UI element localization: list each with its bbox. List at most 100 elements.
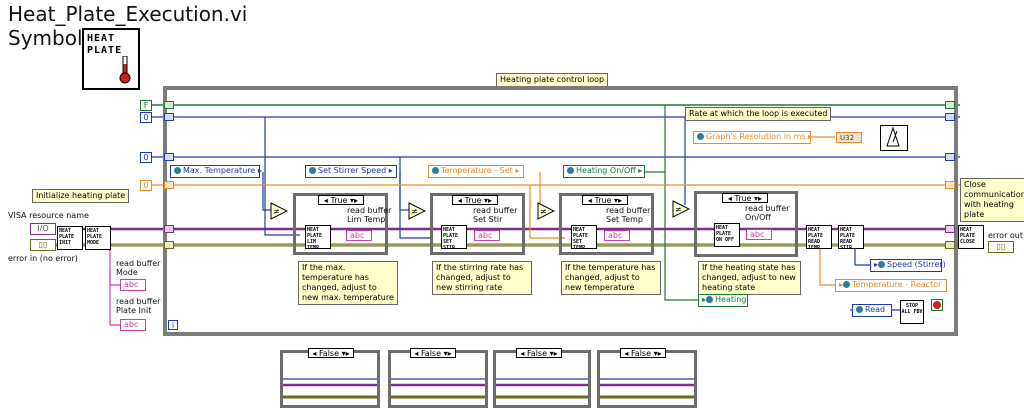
shift-register-visa-left	[164, 225, 174, 233]
case-structure-onoff[interactable]	[694, 191, 798, 257]
globe-icon	[878, 261, 886, 268]
subvi-read-stir[interactable]: HEAT PLATE READ STIR	[838, 225, 864, 249]
label-visa-resource: VISA resource name	[8, 211, 89, 220]
not-equal-node-2: ≠	[408, 202, 426, 220]
svg-text:≠: ≠	[675, 205, 682, 214]
indicator-read-lim: abc	[346, 230, 372, 241]
case-selector-set-temp[interactable]: ◂ True ▾▸	[582, 195, 628, 205]
not-equal-node-3: ≠	[537, 202, 555, 220]
comment-rate: Rate at which the loop is executed	[685, 107, 832, 121]
indicator-heating: ▸Heating	[698, 294, 748, 307]
shift-register-orange-left	[164, 181, 174, 189]
indicator-read-mode: abc	[120, 279, 146, 291]
subvi-init[interactable]: HEAT PLATE INIT	[57, 226, 83, 250]
indicator-temperature-reactor: ▸Temperature - Reactor	[835, 279, 947, 292]
subvi-set-stir[interactable]: HEAT PLATE SET STIR	[441, 225, 467, 249]
label-read-onoff: read buffer On/Off	[745, 204, 790, 222]
control-set-stirrer-speed[interactable]: Set Stirrer Speed ▸	[305, 165, 397, 178]
label-read-mode: read buffer Mode	[116, 259, 161, 277]
globe-icon	[309, 167, 316, 174]
case-selector-onoff[interactable]: ◂ True ▾▸	[722, 193, 768, 203]
case-structure-lim-temp[interactable]	[293, 193, 388, 255]
icon-text-line2: PLATE	[87, 45, 123, 56]
svg-text:≠: ≠	[273, 207, 280, 216]
subvi-mode[interactable]: HEAT PLATE MODE	[85, 226, 111, 250]
indicator-read-onoff: abc	[746, 229, 772, 240]
convert-u32-node: U32	[836, 132, 862, 143]
label-read-init: read buffer Plate Init	[116, 297, 161, 315]
case-selector-set-stir[interactable]: ◂ True ▾▸	[452, 195, 498, 205]
shift-register-error-left	[164, 241, 174, 249]
comment-initialize: Initialize heating plate	[32, 189, 130, 203]
constant-zero-2[interactable]: 0	[140, 152, 152, 163]
globe-icon	[174, 167, 181, 174]
control-max-temperature[interactable]: Max. Temperature ▸	[170, 165, 262, 178]
label-read-stir: read buffer Set Stir	[473, 206, 518, 224]
visa-resource-control[interactable]: I/O	[30, 223, 56, 235]
case-selector-false-3[interactable]: ◂ False ▾▸	[516, 348, 562, 358]
case-selector-false-4[interactable]: ◂ False ▾▸	[620, 348, 666, 358]
globe-icon	[856, 306, 863, 313]
shift-register-blue-right-2	[945, 153, 955, 161]
label-error-in: error in (no error)	[8, 254, 78, 263]
comment-close: Close communication with heating plate	[960, 178, 1024, 222]
constant-false[interactable]: F	[140, 100, 152, 111]
globe-icon	[567, 167, 574, 174]
svg-text:≠: ≠	[540, 207, 547, 216]
icon-text-line1: HEAT	[87, 33, 116, 44]
label-error-out: error out	[988, 231, 1024, 240]
indicator-speed-stirrer: ▸Speed (Stirrer)	[870, 259, 946, 272]
shift-register-blue-left-1	[164, 113, 174, 121]
case-selector-false-1[interactable]: ◂ False ▾▸	[308, 348, 354, 358]
comment-temp: If the temperature has changed, adjust t…	[561, 261, 661, 295]
subvi-close[interactable]: HEAT PLATE CLOSE	[958, 225, 984, 249]
stop-all-fbv-node[interactable]: STOP ALL FBV	[900, 300, 924, 324]
vi-title: Heat_Plate_Execution.vi	[8, 2, 248, 26]
loop-iteration-terminal: i	[168, 320, 178, 330]
globe-icon	[843, 281, 851, 288]
indicator-read-temp: abc	[604, 230, 630, 241]
wait-metronome-icon[interactable]	[880, 125, 908, 151]
shift-register-green-right	[945, 101, 955, 109]
while-loop	[163, 86, 958, 336]
vi-icon: HEAT PLATE	[82, 28, 140, 90]
control-read[interactable]: Read	[852, 304, 892, 317]
subvi-lim-temp[interactable]: HEAT PLATE LIM TEMP	[305, 225, 331, 249]
shift-register-error-right	[945, 241, 955, 249]
globe-icon	[697, 133, 704, 140]
svg-text:≠: ≠	[411, 207, 418, 216]
label-read-lim: read buffer Lim Temp	[347, 206, 392, 224]
control-heating-onoff[interactable]: Heating On/Off ▸	[563, 165, 645, 178]
thermometer-icon	[119, 56, 131, 84]
shift-register-blue-right-1	[945, 113, 955, 121]
error-in-control[interactable]: ▯▯	[30, 239, 56, 251]
indicator-read-init: abc	[120, 319, 146, 331]
case-selector-lim-temp[interactable]: ◂ True ▾▸	[318, 195, 364, 205]
constant-zero-1[interactable]: 0	[140, 112, 152, 123]
shift-register-blue-left-2	[164, 153, 174, 161]
subvi-read-temp[interactable]: HEAT PLATE READ TEMP	[806, 225, 832, 249]
subvi-onoff[interactable]: HEAT PLATE ON OFF	[714, 223, 740, 247]
constant-zero-3[interactable]: 0	[140, 180, 152, 191]
shift-register-visa-right	[945, 225, 955, 233]
control-temperature-set[interactable]: Temperature - Set ▸	[428, 165, 524, 178]
shift-register-orange-right	[945, 181, 955, 189]
comment-stir: If the stirring rate has changed, adjust…	[432, 261, 532, 295]
shift-register-green-left	[164, 101, 174, 109]
case-structure-set-temp[interactable]	[559, 193, 654, 255]
not-equal-node-1: ≠	[270, 202, 288, 220]
control-graph-resolution[interactable]: Graph's Resolution in ms ▸	[693, 131, 812, 144]
comment-heat: If the heating state has changed, adjust…	[698, 261, 801, 295]
label-read-temp: read buffer Set Temp	[606, 206, 651, 224]
globe-icon	[706, 296, 714, 303]
indicator-read-stir: abc	[474, 230, 500, 241]
not-equal-node-4: ≠	[672, 200, 690, 218]
case-selector-false-2[interactable]: ◂ False ▾▸	[410, 348, 456, 358]
case-structure-set-stir[interactable]	[430, 193, 525, 255]
error-out-indicator: ▯▯	[988, 241, 1014, 253]
subvi-set-temp[interactable]: HEAT PLATE SET TEMP	[571, 225, 597, 249]
symbol-label: Symbol:	[8, 26, 90, 50]
comment-maxtemp: If the max. temperature has changed, adj…	[298, 261, 398, 305]
loop-stop-condition[interactable]	[931, 299, 943, 311]
